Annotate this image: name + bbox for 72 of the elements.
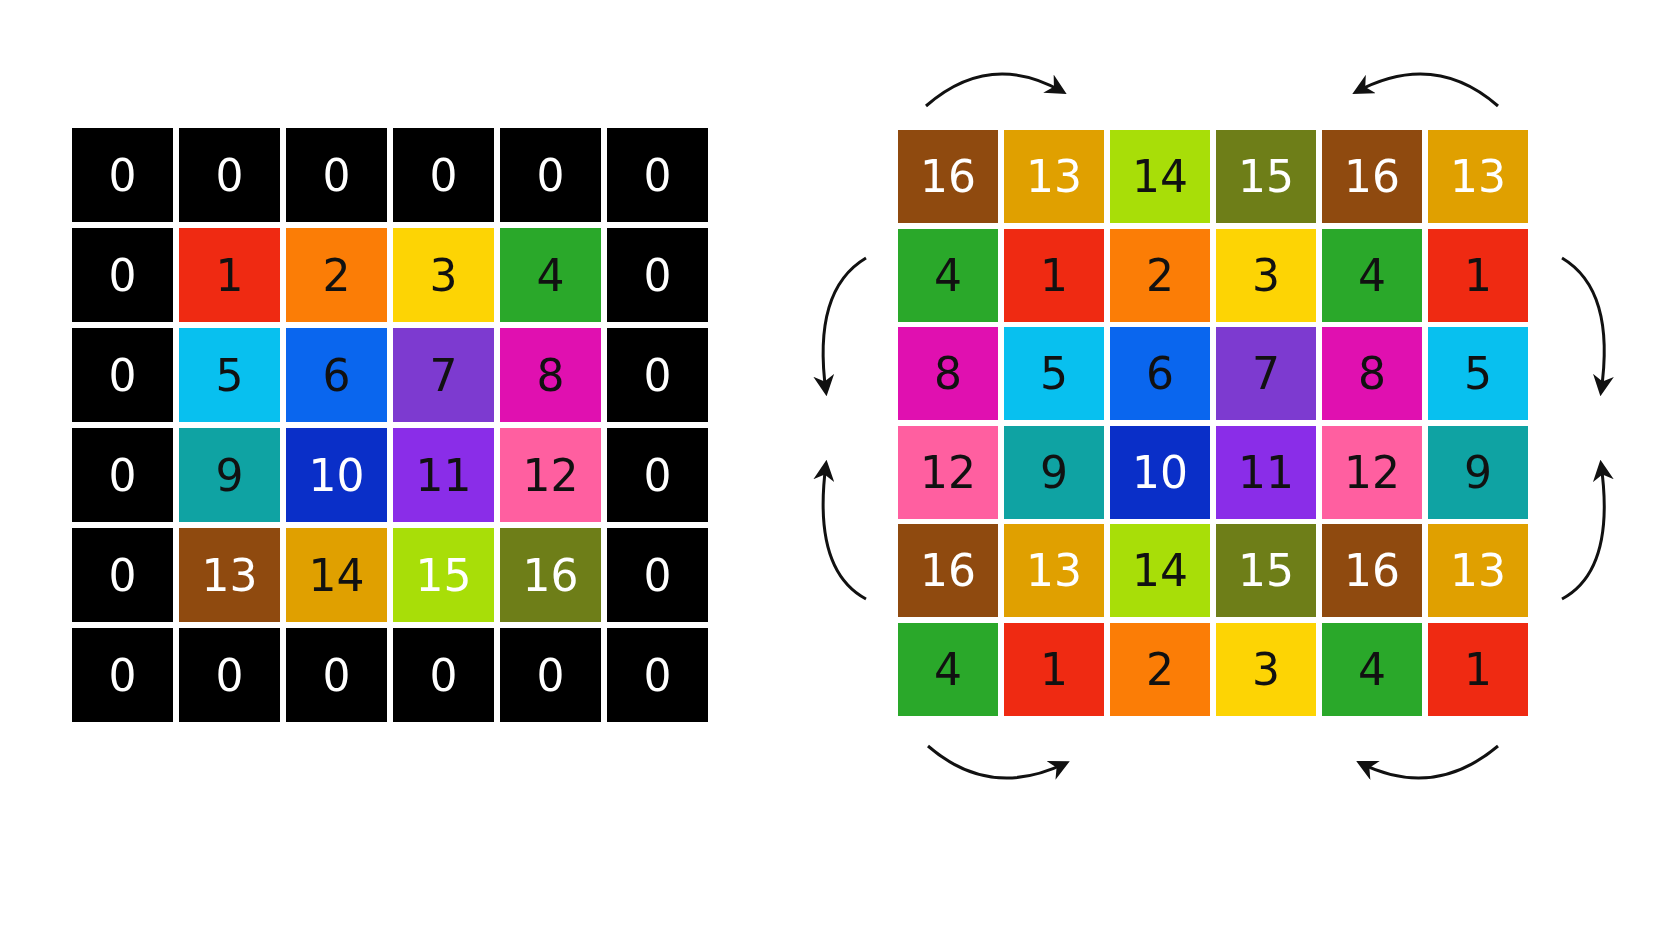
grid-cell-number: 10: [286, 428, 387, 522]
grid-cell-number: 16: [898, 524, 998, 618]
grid-cell-number: 1: [1004, 228, 1104, 322]
grid-cell-number: 7: [1216, 327, 1316, 421]
grid-cell-number: 0: [72, 328, 173, 422]
grid-cell-number: 1: [179, 228, 280, 322]
grid-cell-number: 1: [1428, 228, 1528, 322]
grid-cell-number: 0: [72, 628, 173, 722]
grid-cell-number: 4: [500, 228, 601, 322]
grid-cell-number: 15: [393, 528, 494, 622]
grid-cell-number: 0: [72, 528, 173, 622]
grid-cell-number: 0: [607, 628, 708, 722]
grid-cell-number: 0: [72, 128, 173, 222]
grid-cell-number: 0: [607, 428, 708, 522]
grid-cell-number: 2: [1110, 228, 1210, 322]
grid-cell-number: 2: [286, 228, 387, 322]
grid-cell-number: 13: [1004, 524, 1104, 618]
grid-cell-number: 13: [1428, 130, 1528, 223]
grid-cell-number: 12: [500, 428, 601, 522]
grid-cell-number: 0: [607, 528, 708, 622]
grid-cell-number: 6: [286, 328, 387, 422]
grid-cell-number: 0: [607, 228, 708, 322]
grid-cell-number: 0: [607, 128, 708, 222]
grid-cell-number: 3: [1216, 623, 1316, 716]
grid-cell-number: 13: [179, 528, 280, 622]
grid-cell-number: 9: [1428, 425, 1528, 519]
grid-cell-number: 13: [1428, 524, 1528, 618]
grid-cell-number: 0: [393, 128, 494, 222]
grid-cell-number: 12: [898, 425, 998, 519]
grid-cell-number: 9: [1004, 425, 1104, 519]
grid-cell-number: 1: [1004, 623, 1104, 716]
grid-cell-number: 7: [393, 328, 494, 422]
grid-cell-number: 16: [1322, 524, 1422, 618]
grid-cell-number: 4: [1322, 623, 1422, 716]
grid-cell-number: 11: [1216, 425, 1316, 519]
grid-cell-number: 0: [607, 328, 708, 422]
grid-cell-number: 0: [500, 628, 601, 722]
grid-cell-number: 4: [898, 623, 998, 716]
grid-cell-number: 4: [898, 228, 998, 322]
grid-cell-number: 15: [1216, 524, 1316, 618]
grid-cell-number: 1: [1428, 623, 1528, 716]
grid-cell-number: 14: [286, 528, 387, 622]
grid-cell-number: 2: [1110, 623, 1210, 716]
grid-cell-number: 5: [1004, 327, 1104, 421]
grid-cell-number: 14: [1110, 130, 1210, 223]
grid-cell-number: 14: [1110, 524, 1210, 618]
grid-cell-number: 0: [393, 628, 494, 722]
grid-cell-number: 5: [1428, 327, 1528, 421]
grid-cell-number: 15: [1216, 130, 1316, 223]
grid-cell-number: 12: [1322, 425, 1422, 519]
grid-cell-number: 0: [179, 128, 280, 222]
grid-cell-number: 0: [179, 628, 280, 722]
grid-cell-number: 0: [72, 428, 173, 522]
grid-cell-number: 3: [393, 228, 494, 322]
grid-cell-number: 3: [1216, 228, 1316, 322]
grid-cell-number: 16: [898, 130, 998, 223]
grid-cell-number: 0: [500, 128, 601, 222]
grid-cell-number: 8: [500, 328, 601, 422]
grid-cell-number: 0: [286, 128, 387, 222]
grid-cell-number: 16: [1322, 130, 1422, 223]
grid-cell-number: 10: [1110, 425, 1210, 519]
grid-cell-number: 8: [1322, 327, 1422, 421]
grid-cell-number: 8: [898, 327, 998, 421]
grid-cell-number: 5: [179, 328, 280, 422]
grid-cell-number: 13: [1004, 130, 1104, 223]
grid-cell-number: 0: [72, 228, 173, 322]
grid-cell-number: 16: [500, 528, 601, 622]
grid-cell-number: 6: [1110, 327, 1210, 421]
grid-cell-number: 9: [179, 428, 280, 522]
grid-cell-number: 4: [1322, 228, 1422, 322]
grid-cell-number: 0: [286, 628, 387, 722]
grid-cell-number: 11: [393, 428, 494, 522]
